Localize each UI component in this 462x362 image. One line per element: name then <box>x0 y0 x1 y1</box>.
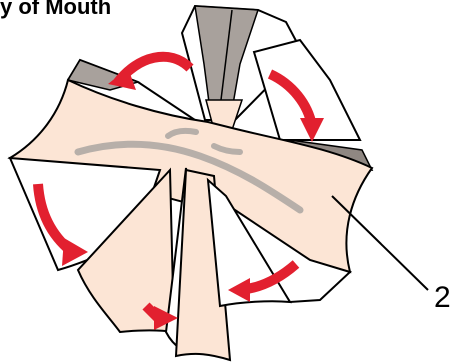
lower-right-flap-body <box>219 199 352 304</box>
lip-line <box>74 140 304 214</box>
lower-right-inner-flap <box>206 177 292 308</box>
callout-leader-line <box>331 195 429 291</box>
arrow-lower-right-head <box>228 278 250 302</box>
callout-number: 2 <box>434 281 451 314</box>
fold-arrows <box>33 51 324 330</box>
arrow-lower-left-head <box>62 238 88 266</box>
lower-petal-left <box>76 167 176 334</box>
diagram-title: y of Mouth <box>0 0 112 19</box>
crease-lower <box>211 143 243 155</box>
arrow-upper-right-head <box>300 118 324 142</box>
upper-right-flap-body <box>252 38 362 141</box>
lower-right-flap <box>206 177 352 308</box>
top-flap-fold <box>219 9 233 109</box>
crease-upper <box>165 127 199 139</box>
lower-petal-left-body <box>76 167 176 334</box>
arrow-upper-left-head <box>108 68 136 90</box>
arrow-bottom-center-head <box>154 306 178 330</box>
top-flap <box>180 4 304 131</box>
